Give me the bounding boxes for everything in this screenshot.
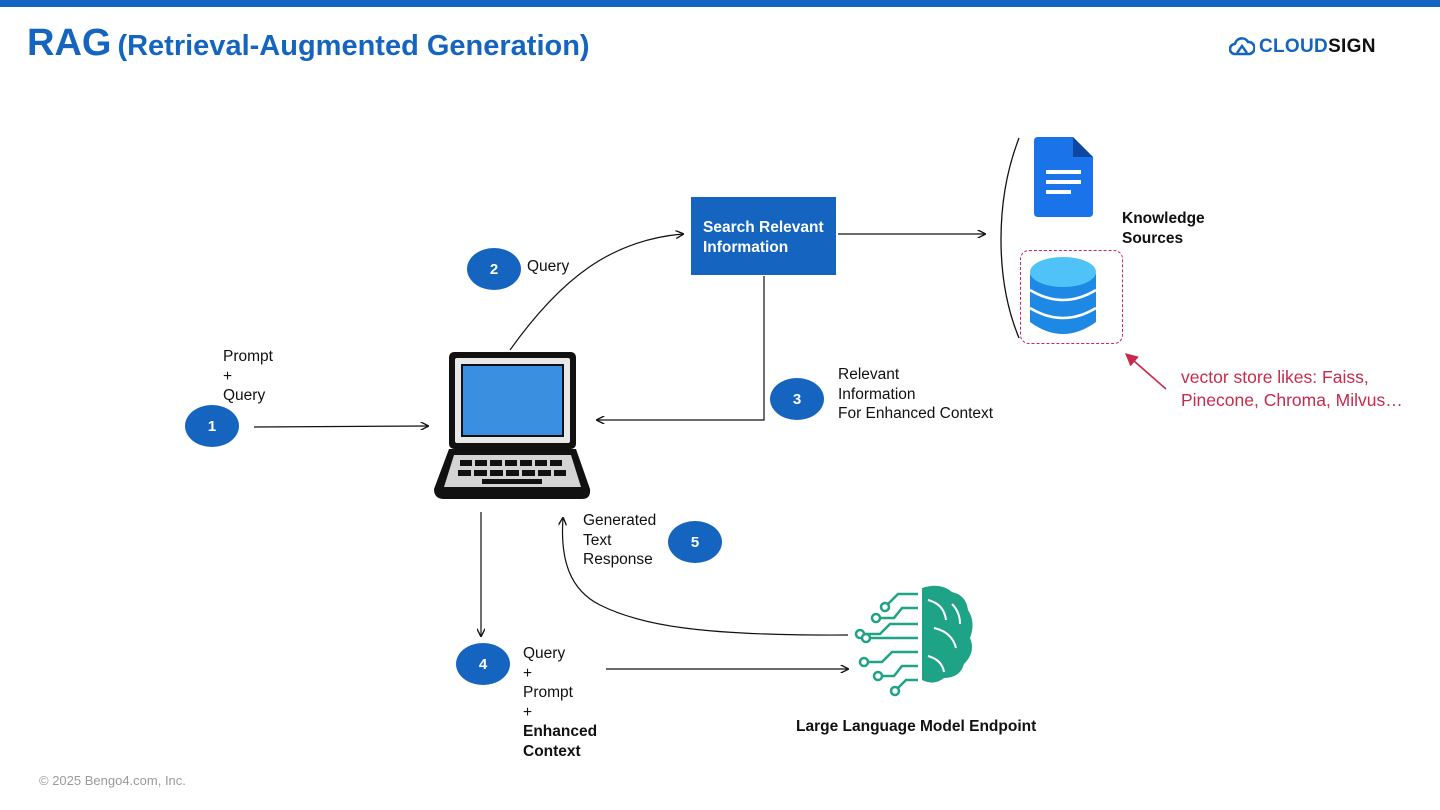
- search-relevant-info-box: Search Relevant Information: [691, 197, 836, 275]
- arrow-step-2: [509, 234, 683, 351]
- database-icon: [1029, 257, 1097, 334]
- title-main: RAG: [27, 22, 112, 64]
- logo-wordmark: CLOUDSIGN: [1259, 36, 1376, 57]
- step-1-label: Prompt + Query: [223, 348, 273, 404]
- vector-store-annotation: vector store likes: Faiss, Pinecone, Chr…: [1181, 367, 1403, 410]
- step-3-badge: 3: [770, 378, 824, 420]
- vector-store-highlight: [1020, 250, 1123, 344]
- copyright-footer: © 2025 Bengo4.com, Inc.: [39, 773, 186, 788]
- step-1-badge: 1: [185, 405, 239, 447]
- step-4-label: Query + Prompt + Enhanced Context: [523, 644, 597, 761]
- step-2-label: Query: [527, 258, 570, 275]
- llm-endpoint-label: Large Language Model Endpoint: [796, 718, 1037, 735]
- flow-arrows: [253, 234, 985, 669]
- arrow-step-3: [597, 276, 765, 420]
- step-5-badge: 5: [668, 521, 722, 563]
- laptop-icon: [434, 352, 591, 499]
- annotation-arrow: [1125, 353, 1167, 390]
- step-4-badge: 4: [456, 643, 510, 685]
- top-accent-bar: [0, 0, 1440, 7]
- knowledge-bracket: [1000, 137, 1020, 339]
- step-5-label: Generated Text Response: [583, 512, 657, 568]
- step-3-label: Relevant Information For Enhanced Contex…: [838, 366, 994, 422]
- title-sub: (Retrieval-Augmented Generation): [117, 30, 590, 62]
- knowledge-sources-label: Knowledge Sources: [1122, 210, 1205, 247]
- step-4-label-plain: Query + Prompt +: [523, 645, 573, 721]
- cloudsign-logo: CLOUDSIGN: [1229, 36, 1376, 58]
- arrow-step-1: [253, 426, 428, 427]
- slide-title: RAG(Retrieval-Augmented Generation): [27, 22, 590, 65]
- step-4-label-bold: Enhanced Context: [523, 723, 598, 760]
- cloudsign-logo-icon: [1229, 37, 1255, 56]
- step-2-badge: 2: [467, 248, 521, 290]
- brain-circuit-icon: [854, 585, 973, 697]
- arrow-step-5: [562, 518, 849, 636]
- document-icon: [1034, 137, 1093, 217]
